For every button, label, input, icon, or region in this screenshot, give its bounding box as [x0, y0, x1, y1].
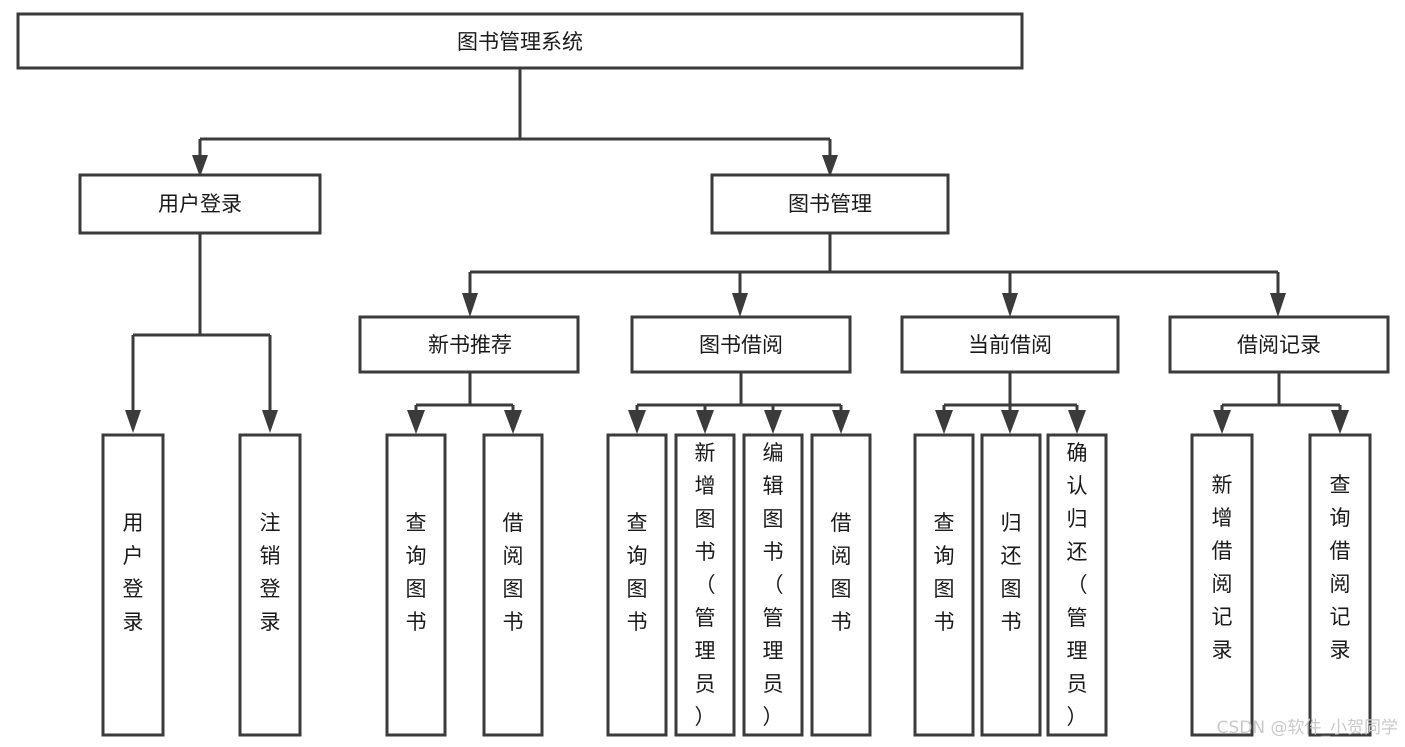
borrow-record-label: 借阅记录 — [1237, 333, 1321, 357]
leaf-add-book-box — [674, 433, 736, 737]
arrow-head-to-leaf-query-book-2 — [628, 410, 646, 434]
leaf-borrow-book-2[interactable]: 借阅图书 — [810, 433, 872, 737]
arrow-head-to-leaf-add-record — [1213, 410, 1231, 434]
leaf-return-book-label: 归还图书 — [1001, 511, 1022, 634]
arrow-head-to-leaf-borrow-book-1 — [504, 410, 522, 434]
book-manage-label: 图书管理 — [788, 192, 872, 216]
leaf-edit-book-box — [742, 433, 804, 737]
leaf-query-book-3-box — [913, 433, 975, 737]
leaf-query-record-box — [1308, 433, 1372, 737]
leaf-confirm-return-label: 确认归还（管理员） — [1067, 441, 1088, 729]
leaf-add-record-box — [1190, 433, 1254, 737]
book-borrow-label: 图书借阅 — [699, 333, 783, 357]
book-manage-box — [710, 173, 950, 235]
node-root[interactable]: 图书管理系统 — [16, 12, 1024, 70]
arrow-head-to-user-login — [192, 155, 208, 177]
arrow-head-to-borrow-record — [1270, 293, 1286, 317]
leaf-edit-book-label: 编辑图书（管理员） — [763, 441, 784, 729]
arrow-head-to-leaf-return-book — [1001, 410, 1019, 434]
node-book-manage[interactable]: 图书管理 — [710, 173, 950, 235]
root-label: 图书管理系统 — [457, 30, 583, 54]
leaf-add-record[interactable]: 新增借阅记录 — [1190, 433, 1254, 737]
leaf-query-book-3[interactable]: 查询图书 — [913, 433, 975, 737]
arrow-head-to-leaf-borrow-book-2 — [832, 410, 850, 434]
borrow-record-box — [1168, 315, 1390, 374]
leaf-user-login[interactable]: 用户登录 — [101, 433, 165, 737]
arrow-head-to-leaf-user-logout — [262, 410, 278, 433]
leaf-borrow-book-2-label: 借阅图书 — [831, 511, 852, 634]
leaf-user-logout[interactable]: 注销登录 — [238, 433, 302, 737]
leaf-add-book-label: 新增图书（管理员） — [695, 441, 716, 729]
leaf-query-book-2-box — [606, 433, 668, 737]
leaf-borrow-book-1-box — [482, 433, 544, 737]
leaf-return-book[interactable]: 归还图书 — [980, 433, 1042, 737]
node-book-borrow[interactable]: 图书借阅 — [630, 315, 852, 374]
leaf-borrow-book-1[interactable]: 借阅图书 — [482, 433, 544, 737]
leaf-add-book[interactable]: 新增图书（管理员） — [674, 433, 736, 737]
leaf-add-record-label: 新增借阅记录 — [1212, 473, 1233, 662]
root-box — [16, 12, 1024, 70]
arrow-head-to-leaf-user-login — [125, 410, 141, 433]
arrow-head-to-leaf-edit-book — [764, 410, 782, 434]
leaf-query-book-1-label: 查询图书 — [406, 511, 427, 634]
arrow-head-to-book-manage — [822, 155, 838, 177]
leaf-user-logout-label: 注销登录 — [260, 511, 281, 634]
node-borrow-record[interactable]: 借阅记录 — [1168, 315, 1390, 374]
leaf-confirm-return-box — [1046, 433, 1108, 737]
leaf-user-logout-box — [238, 433, 302, 737]
leaf-confirm-return[interactable]: 确认归还（管理员） — [1046, 433, 1108, 737]
arrow-head-to-leaf-query-record — [1331, 410, 1349, 434]
book-borrow-box — [630, 315, 852, 374]
leaf-borrow-book-2-box — [810, 433, 872, 737]
leaf-query-book-2-label: 查询图书 — [627, 511, 648, 634]
leaf-return-book-box — [980, 433, 1042, 737]
arrow-head-to-leaf-query-book-1 — [407, 410, 425, 434]
leaf-query-record[interactable]: 查询借阅记录 — [1308, 433, 1372, 737]
node-current-borrow[interactable]: 当前借阅 — [900, 315, 1120, 374]
leaf-query-book-2[interactable]: 查询图书 — [606, 433, 668, 737]
leaf-query-book-3-label: 查询图书 — [934, 511, 955, 634]
leaf-user-login-box — [101, 433, 165, 737]
leaf-edit-book[interactable]: 编辑图书（管理员） — [742, 433, 804, 737]
new-book-recommend-box — [358, 315, 580, 374]
leaf-borrow-book-1-label: 借阅图书 — [503, 511, 524, 634]
leaf-query-book-1[interactable]: 查询图书 — [385, 433, 447, 737]
new-book-recommend-label: 新书推荐 — [428, 333, 512, 357]
arrow-head-to-new-book-recommend — [462, 293, 478, 317]
node-user-login[interactable]: 用户登录 — [78, 173, 322, 235]
arrow-head-to-current-borrow — [1002, 293, 1018, 317]
user-login-box — [78, 173, 322, 235]
node-new-book-recommend[interactable]: 新书推荐 — [358, 315, 580, 374]
arrow-head-to-leaf-add-book — [696, 410, 714, 434]
arrow-head-to-leaf-confirm-return — [1068, 410, 1086, 434]
arrow-head-to-book-borrow — [732, 293, 748, 317]
leaf-user-login-label: 用户登录 — [123, 511, 144, 634]
leaf-query-record-label: 查询借阅记录 — [1330, 473, 1351, 662]
arrow-head-to-leaf-query-book-3 — [935, 410, 953, 434]
current-borrow-label: 当前借阅 — [968, 333, 1052, 357]
csdn-watermark: CSDN @软件_小贺同学 — [1217, 718, 1398, 738]
current-borrow-box — [900, 315, 1120, 374]
user-login-label: 用户登录 — [158, 192, 242, 216]
leaf-query-book-1-box — [385, 433, 447, 737]
